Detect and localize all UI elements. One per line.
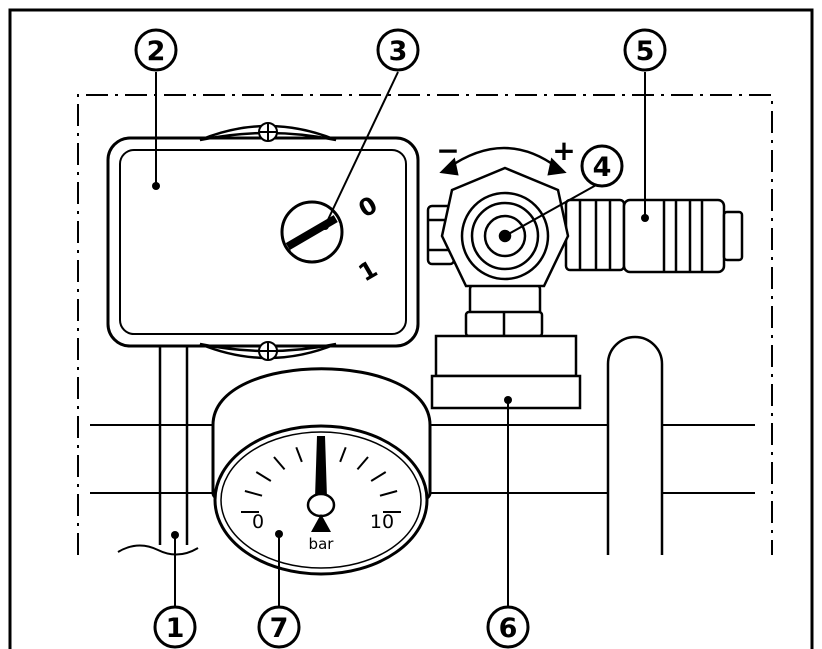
callout-2-label: 2 (147, 36, 166, 67)
callout-7-label: 7 (270, 613, 289, 644)
gauge-tick (339, 446, 347, 463)
gauge-tick (273, 456, 286, 471)
screw-icon (258, 122, 278, 142)
callout-4-label: 4 (593, 152, 612, 183)
gauge-ticks (241, 444, 401, 513)
callout-1-label: 1 (166, 613, 185, 644)
callout-5: 5 (623, 28, 667, 72)
capillary-tube (117, 345, 199, 556)
callout-3: 3 (376, 28, 420, 72)
quick-coupling (622, 198, 744, 274)
plus-label: + (552, 134, 575, 167)
gauge-tick (295, 446, 303, 463)
u-bend-pipe (606, 335, 664, 555)
gauge-tick (244, 490, 263, 497)
screw-icon (258, 341, 278, 361)
pipes (90, 424, 755, 494)
gauge-tick (356, 456, 369, 471)
callout-2: 2 (134, 28, 178, 72)
gauge-min-label: 0 (252, 511, 264, 533)
callout-4: 4 (580, 144, 624, 188)
callout-6-label: 6 (499, 613, 518, 644)
adjustment-arrow-icon (439, 146, 567, 176)
callout-6: 6 (486, 605, 530, 649)
callout-1: 1 (153, 605, 197, 649)
outer-frame (8, 8, 814, 649)
callout-3-label: 3 (389, 36, 408, 67)
callout-leaders (155, 71, 646, 608)
switch-housing (106, 124, 420, 360)
boundary-dashdot (77, 94, 773, 555)
gauge-needle (306, 436, 336, 532)
callout-7: 7 (257, 605, 301, 649)
gauge-tick (379, 490, 398, 497)
gauge-max-label: 10 (370, 511, 394, 533)
gauge-tick (370, 471, 387, 482)
gauge-unit-label: bar (309, 535, 335, 553)
callout-dots (152, 182, 649, 539)
gauge-tick (255, 471, 272, 482)
minus-label: − (436, 134, 459, 167)
pressure-housing (430, 310, 582, 410)
callout-5-label: 5 (636, 36, 655, 67)
valve-body (426, 166, 626, 322)
